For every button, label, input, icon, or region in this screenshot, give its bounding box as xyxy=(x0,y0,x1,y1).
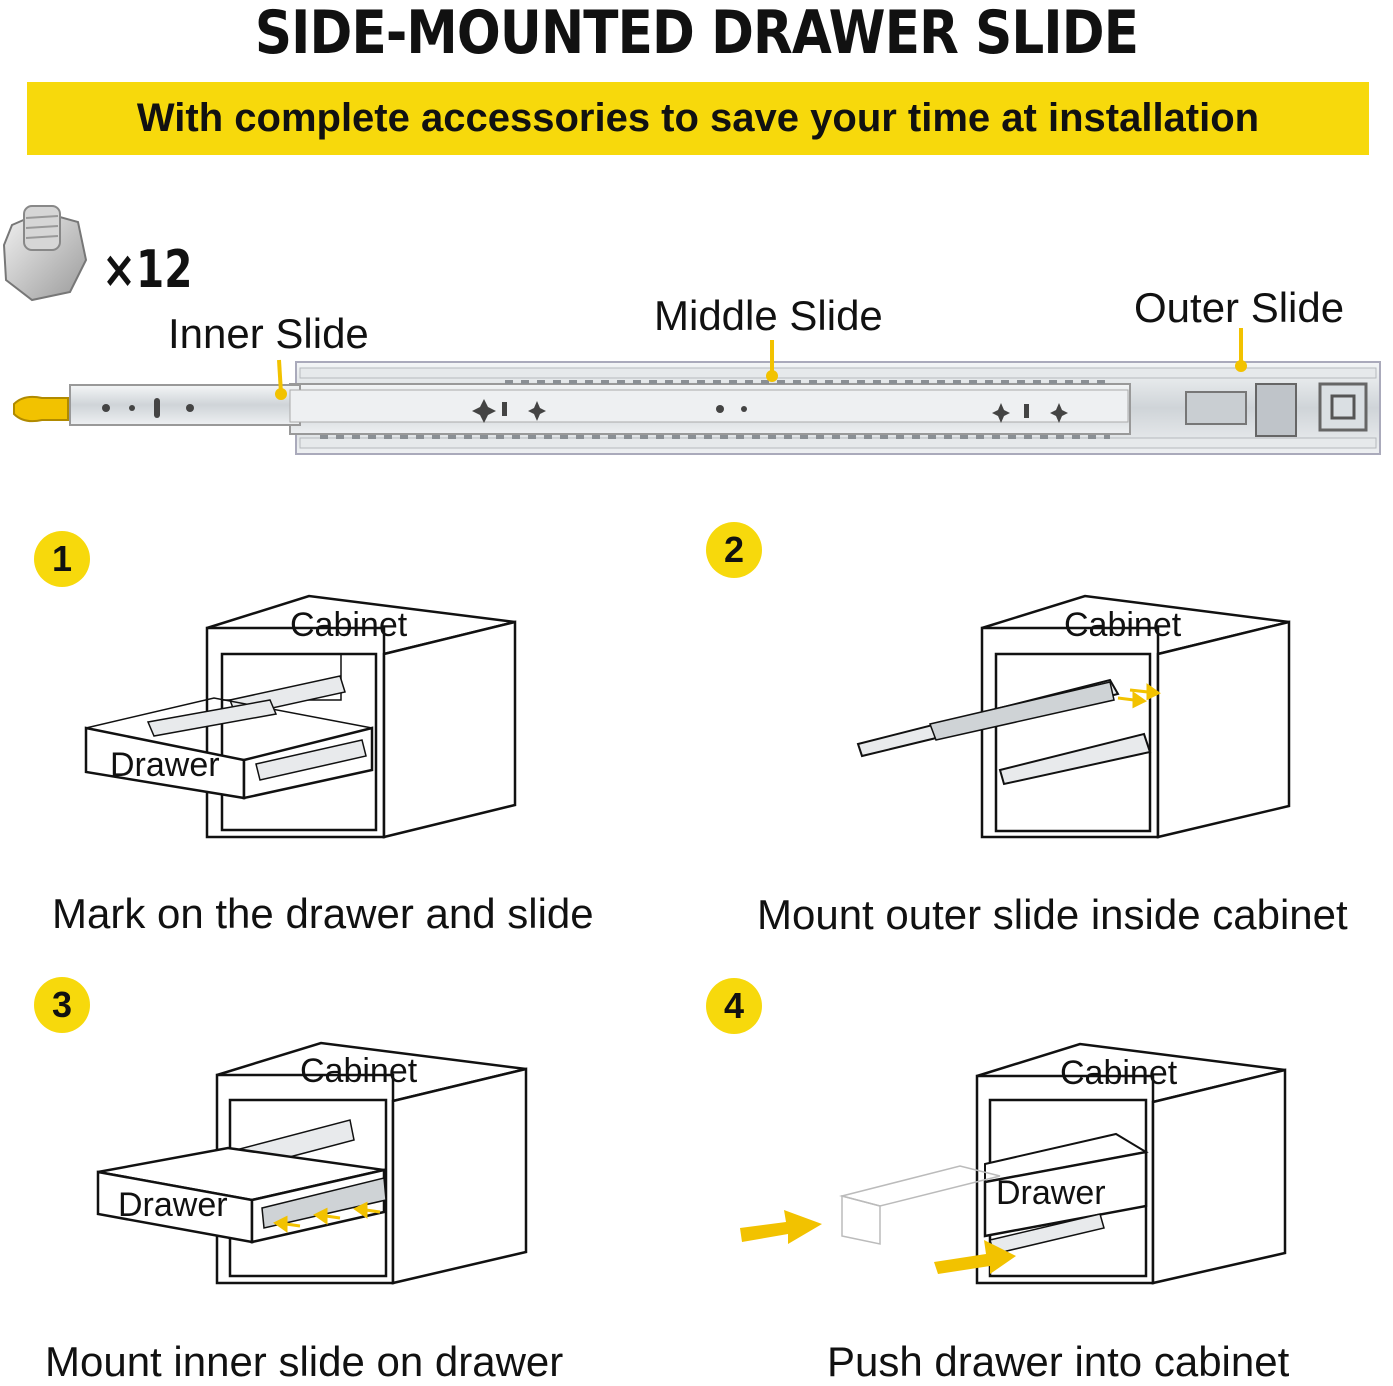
step-4-diagram xyxy=(839,1042,1287,1285)
inner-slide-label: Inner Slide xyxy=(168,310,369,357)
step-4-cabinet-label: Cabinet xyxy=(1060,1054,1178,1092)
step-2-badge: 2 xyxy=(706,522,762,578)
step-3-badge: 3 xyxy=(34,977,90,1033)
step-3-cabinet-label: Cabinet xyxy=(300,1052,418,1090)
middle-slide-label: Middle Slide xyxy=(654,292,883,339)
step-4-drawer-label: Drawer xyxy=(996,1174,1106,1212)
step-2-diagram xyxy=(856,594,1291,839)
hex-nut-bolt-icon xyxy=(2,205,88,302)
step-4-caption: Push drawer into cabinet xyxy=(827,1338,1290,1385)
accessory-quantity: ×12 xyxy=(102,240,193,300)
step-4-badge: 4 xyxy=(706,978,762,1034)
step-3-caption: Mount inner slide on drawer xyxy=(45,1338,564,1385)
step-1-diagram xyxy=(84,594,517,839)
step-1-caption: Mark on the drawer and slide xyxy=(52,890,594,937)
page-title: SIDE-MOUNTED DRAWER SLIDE xyxy=(254,0,1139,68)
step-3-drawer-label: Drawer xyxy=(118,1186,228,1224)
step-3-diagram xyxy=(96,1041,528,1285)
step-2-cabinet-label: Cabinet xyxy=(1064,606,1182,644)
step-1-cabinet-label: Cabinet xyxy=(290,606,408,644)
outer-slide-label: Outer Slide xyxy=(1134,284,1345,331)
subtitle-text: With complete accessories to save your t… xyxy=(136,96,1260,140)
drawer-slide-image xyxy=(13,361,1381,455)
subtitle-banner: With complete accessories to save your t… xyxy=(27,82,1369,155)
step-1-badge: 1 xyxy=(34,531,90,587)
step-2-caption: Mount outer slide inside cabinet xyxy=(757,891,1348,938)
step-1-drawer-label: Drawer xyxy=(110,746,220,784)
plastic-tab-icon xyxy=(13,395,69,423)
push-arrows xyxy=(740,1210,1016,1274)
